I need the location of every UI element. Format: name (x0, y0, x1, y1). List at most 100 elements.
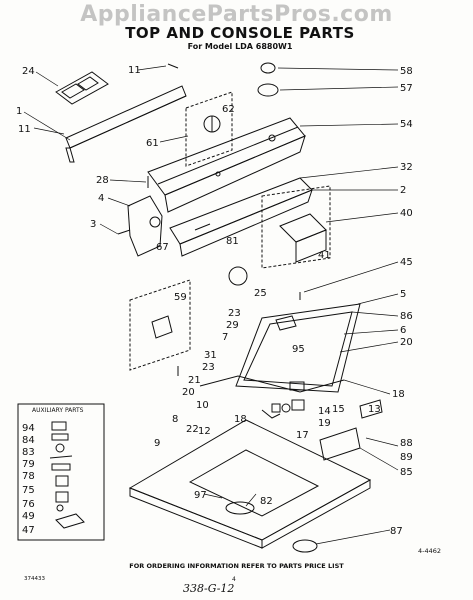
group-box-59 (129, 279, 191, 371)
callout-21: 21 (188, 375, 201, 386)
callout-89: 89 (400, 452, 413, 463)
page-number: 4 (232, 576, 236, 583)
callout-3: 3 (90, 219, 96, 230)
part-15-actuator (291, 399, 305, 411)
cabinet-top (128, 419, 372, 549)
callout-85: 85 (400, 467, 413, 478)
callout-13: 13 (368, 404, 381, 415)
callout-14: 14 (318, 406, 331, 417)
part-57-dial (257, 83, 279, 97)
part-1-trim (65, 85, 187, 163)
callout-24: 24 (22, 66, 35, 77)
callout-67: 67 (156, 242, 169, 253)
aux-part-83 (55, 443, 65, 453)
callout-95: 95 (292, 344, 305, 355)
aux-part-84 (51, 433, 69, 441)
part-58-knob (260, 62, 276, 74)
callout-5: 5 (400, 289, 406, 300)
callout-2: 2 (400, 185, 406, 196)
watermark: AppliancePartsPros.com (80, 2, 393, 27)
callout-9: 9 (154, 438, 160, 449)
part-85-switch (319, 427, 361, 461)
callout-45: 45 (400, 257, 413, 268)
aux-callout-47: 47 (22, 525, 35, 536)
diagram-title: TOP AND CONSOLE PARTS (125, 24, 355, 42)
part-32-panel (169, 177, 313, 257)
part-40-switch (279, 213, 327, 263)
callout-19: 19 (318, 418, 331, 429)
aux-part-75 (55, 475, 69, 487)
part-21-hinge (199, 375, 345, 393)
aux-callout-49: 49 (22, 511, 35, 522)
callout-23: 23 (228, 308, 241, 319)
callout-31: 31 (204, 350, 217, 361)
auxiliary-parts-title: AUXILIARY PARTS (32, 407, 84, 414)
callout-41: 41 (318, 250, 331, 261)
part-54-console (147, 117, 306, 213)
auxiliary-parts-box (17, 403, 105, 541)
callout-20b: 20 (182, 387, 195, 398)
aux-part-76 (55, 491, 69, 503)
callout-15: 15 (332, 404, 345, 415)
aux-part-49 (56, 504, 64, 512)
handwritten-note: 338-G-12 (183, 582, 235, 595)
screw-3 (117, 229, 131, 235)
diagram-subtitle: For Model LDA 6880W1 (187, 42, 293, 51)
part-24-bracket (55, 71, 109, 105)
aux-part-47 (55, 513, 85, 529)
callout-23b: 23 (202, 362, 215, 373)
part-13-clip (289, 381, 305, 391)
callout-11: 11 (128, 65, 141, 76)
callout-62: 62 (222, 104, 235, 115)
callout-17: 17 (296, 430, 309, 441)
callout-18: 18 (392, 389, 405, 400)
callout-40: 40 (400, 208, 413, 219)
part-10-spring (271, 403, 281, 413)
aux-callout-76: 76 (22, 499, 35, 510)
aux-callout-83: 83 (22, 447, 35, 458)
callout-87: 87 (390, 526, 403, 537)
callout-18b: 18 (234, 414, 247, 425)
part-7-lid (235, 303, 361, 393)
callout-86: 86 (400, 311, 413, 322)
part-88-clip (359, 399, 383, 419)
aux-callout-75: 75 (22, 485, 35, 496)
callout-22: 22 (186, 424, 199, 435)
aux-part-79 (49, 455, 73, 459)
callout-12: 12 (198, 426, 211, 437)
group-box-81 (261, 185, 331, 269)
ordering-footer: FOR ORDERING INFORMATION REFER TO PARTS … (129, 562, 344, 570)
aux-part-78 (51, 463, 71, 471)
part-67-knob (149, 216, 161, 228)
reference-number: 4-4462 (418, 547, 442, 555)
callout-97: 97 (194, 490, 207, 501)
callout-32: 32 (400, 162, 413, 173)
callout-10: 10 (196, 400, 209, 411)
callout-82: 82 (260, 496, 273, 507)
part-59-switch (151, 315, 173, 339)
screw-11 (167, 63, 179, 69)
aux-callout-84: 84 (22, 435, 35, 446)
group-box-61 (185, 91, 233, 167)
callout-57: 57 (400, 83, 413, 94)
callout-58: 58 (400, 66, 413, 77)
part-87-cap (292, 539, 318, 553)
aux-part-94 (51, 421, 67, 431)
callout-54: 54 (400, 119, 413, 130)
callout-1: 1 (16, 106, 22, 117)
callout-7: 7 (222, 332, 228, 343)
callout-4: 4 (98, 193, 104, 204)
part-17-wire (261, 409, 281, 419)
callout-28: 28 (96, 175, 109, 186)
callout-20: 20 (400, 337, 413, 348)
callout-61: 61 (146, 138, 159, 149)
part-14-washer (281, 403, 291, 413)
callout-25: 25 (254, 288, 267, 299)
document-id: 374433 (24, 576, 45, 582)
aux-callout-79: 79 (22, 459, 35, 470)
aux-callout-94: 94 (22, 423, 35, 434)
callout-8: 8 (172, 414, 178, 425)
callout-6: 6 (400, 325, 406, 336)
part-4-end-cap (127, 195, 163, 257)
